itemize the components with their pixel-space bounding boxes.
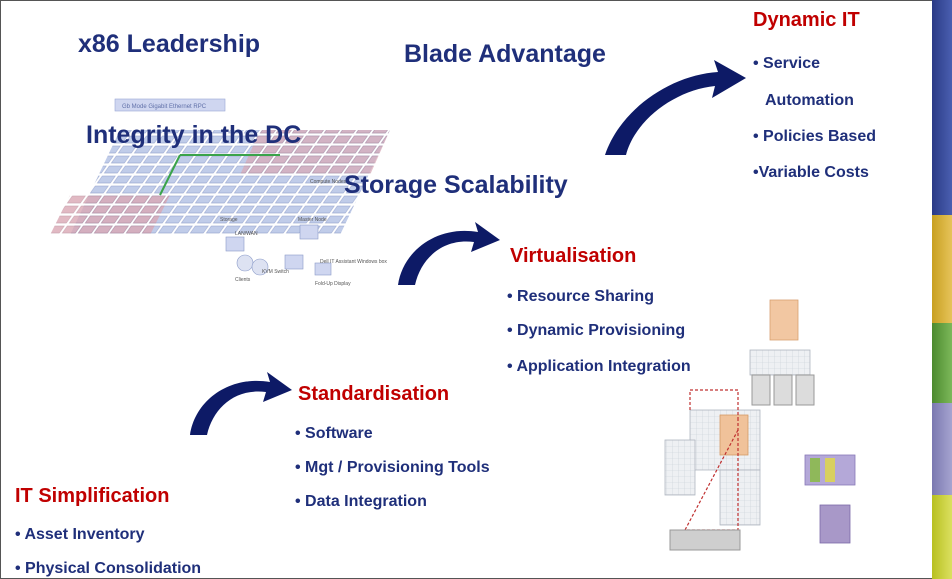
curved-arrow-icon [398, 222, 500, 285]
dynamic-it-item: Automation [765, 92, 854, 109]
virtualisation-item: • Resource Sharing [507, 288, 654, 305]
dynamic-it-title: Dynamic IT [753, 9, 860, 31]
standardisation-item: • Software [295, 425, 373, 442]
dynamic-it-item: •Variable Costs [753, 164, 869, 181]
diagram-label-storage: Storage [220, 217, 238, 223]
diagram-label-assistant: Dell IT Assistant Windows box [320, 259, 387, 265]
cluster-diagram-image: Gb Mode Gigabit Ethernet RPC Compute Nod… [50, 98, 390, 287]
virtualisation-item: • Dynamic Provisioning [507, 322, 686, 339]
heading-x86-leadership: x86 Leadership [78, 30, 261, 58]
virtualisation-title: Virtualisation [510, 245, 637, 267]
diagram-label-compute: Compute Nodes [310, 179, 347, 185]
server-illustration [664, 299, 856, 551]
standardisation-title: Standardisation [298, 383, 450, 405]
diagram-label-top: Gb Mode Gigabit Ethernet RPC [122, 104, 207, 110]
dynamic-it-item: • Policies Based [753, 128, 876, 145]
it-simplification-title: IT Simplification [15, 485, 170, 507]
heading-integrity: Integrity in the DC [86, 121, 302, 149]
diagram-label-lan: LAN/WAN [235, 231, 258, 237]
it-simplification-item: • Physical Consolidation [15, 560, 202, 577]
dynamic-it-item: • Service [753, 55, 820, 72]
diagram-label-display: Fold-Up Display [315, 281, 351, 287]
diagram-label-clients: Clients [235, 277, 251, 283]
heading-blade-advantage: Blade Advantage [404, 40, 606, 68]
heading-storage-scalability: Storage Scalability [344, 171, 568, 199]
diagram-label-kvm: KVM Switch [262, 269, 289, 275]
standardisation-item: • Mgt / Provisioning Tools [295, 459, 490, 476]
curved-arrow-icon [605, 60, 746, 155]
virtualisation-item: • Application Integration [507, 358, 691, 375]
decorative-color-bar [932, 0, 952, 579]
it-simplification-item: • Asset Inventory [15, 526, 145, 543]
diagram-label-master: Master Node [298, 217, 327, 223]
curved-arrow-icon [190, 372, 292, 435]
standardisation-item: • Data Integration [295, 493, 427, 510]
